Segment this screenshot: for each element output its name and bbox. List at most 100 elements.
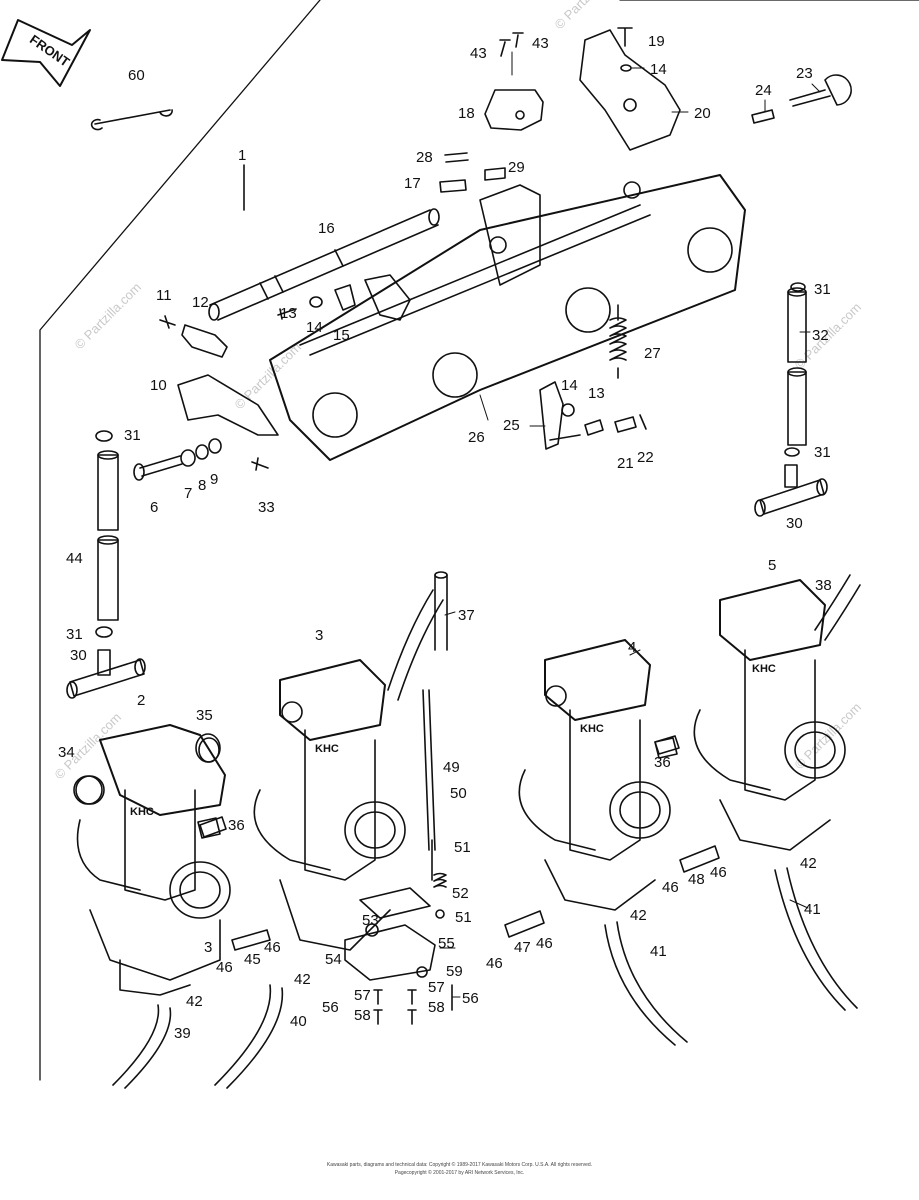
callout: 18 [458, 105, 475, 122]
callout: 36 [228, 817, 245, 834]
callout: 25 [503, 417, 520, 434]
callout: 13 [588, 385, 605, 402]
carb-badge: KHC [752, 663, 776, 675]
callout: 46 [264, 939, 281, 956]
copyright-line-2: Pagecopyright © 2001-2017 by ARI Network… [394, 1170, 525, 1176]
callout: 34 [58, 744, 75, 761]
tube-47 [504, 910, 545, 938]
callout: 19 [648, 33, 665, 50]
callout: 4 [628, 639, 636, 656]
vent-hose-39 [112, 1004, 172, 1089]
callout: 1 [238, 147, 246, 164]
callout: 44 [66, 550, 83, 567]
callout: 5 [768, 557, 776, 574]
bracket-20 [579, 29, 681, 151]
callout: 36 [654, 754, 671, 771]
callout: 14 [650, 61, 667, 78]
callout: 29 [508, 159, 525, 176]
assembly-boundary [39, 0, 919, 1081]
tee-fitting-30-right [754, 464, 828, 517]
callout: 53 [362, 912, 379, 929]
callout: 31 [66, 626, 83, 643]
callout: 10 [150, 377, 167, 394]
idle-adjust-screw-6 [133, 438, 222, 481]
callout: 21 [617, 455, 634, 472]
callout: 13 [280, 305, 297, 322]
callout: 49 [443, 759, 460, 776]
callout: 51 [454, 839, 471, 856]
watermark: © Partzilla.com [72, 280, 145, 353]
copyright-line-1: Kawasaki parts, diagrams and technical d… [326, 1162, 593, 1168]
fuel-pipe-44 [95, 430, 119, 638]
screw-19 [617, 27, 633, 72]
carb-badge: KHC [580, 723, 604, 735]
callout-labels: 60 1 43 43 19 14 18 20 24 23 28 29 17 16… [58, 33, 832, 1042]
callout: 46 [486, 955, 503, 972]
tee-fitting-30-left [66, 649, 146, 699]
callout: 22 [637, 449, 654, 466]
link-lever-12 [159, 315, 228, 358]
cap-35 [195, 733, 221, 763]
callout: 23 [796, 65, 813, 82]
callout: 9 [210, 471, 218, 488]
carburetor-5: KHC [693, 574, 861, 851]
callout: 52 [452, 885, 469, 902]
callout: 33 [258, 499, 275, 516]
spring-27 [609, 304, 627, 379]
callout: 3 [204, 939, 212, 956]
callout: 31 [814, 444, 831, 461]
vent-hose-41-right [774, 867, 858, 1011]
callout: 24 [755, 82, 772, 99]
carburetor-2: KHC [73, 724, 231, 996]
callout: 46 [216, 959, 233, 976]
vent-hose-40 [214, 984, 284, 1089]
callout: 42 [186, 993, 203, 1010]
callout: 11 [156, 287, 172, 304]
callout: 28 [416, 149, 433, 166]
callout: 42 [800, 855, 817, 872]
bracket-10 [177, 374, 279, 436]
callout: 35 [196, 707, 213, 724]
callout: 26 [468, 429, 485, 446]
callout: 20 [694, 105, 711, 122]
callout: 37 [458, 607, 475, 624]
callout: 59 [446, 963, 463, 980]
callout: 48 [688, 871, 705, 888]
callout: 42 [630, 907, 647, 924]
needle-49 [422, 689, 447, 919]
callout: 57 [354, 987, 371, 1004]
callout: 15 [333, 327, 350, 344]
carb-badge: KHC [130, 806, 154, 818]
plug-34 [75, 775, 105, 805]
callout: 47 [514, 939, 531, 956]
callout: 46 [536, 935, 553, 952]
callout: 41 [804, 901, 821, 918]
leader-lines [439, 51, 821, 998]
screw-13-washer-14 [277, 274, 411, 321]
callout: 30 [786, 515, 803, 532]
callout: 42 [294, 971, 311, 988]
callout: 30 [70, 647, 87, 664]
callout: 46 [710, 864, 727, 881]
callout: 57 [428, 979, 445, 996]
callout: 58 [428, 999, 445, 1016]
tube-45 [231, 929, 271, 951]
callout: 55 [438, 935, 455, 952]
callout: 12 [192, 294, 209, 311]
carb-badge: KHC [315, 743, 339, 755]
callout: 8 [198, 477, 206, 494]
screw-43 [499, 32, 524, 57]
callout: 17 [404, 175, 421, 192]
callout: 56 [322, 999, 339, 1016]
callout: 43 [532, 35, 549, 52]
carburetor-4: KHC [518, 639, 678, 911]
vent-hose-41-left [604, 921, 688, 1046]
callout: 43 [470, 45, 487, 62]
callout: 6 [150, 499, 158, 516]
callout: 31 [124, 427, 141, 444]
callout: 27 [644, 345, 661, 362]
tube-36-left [199, 816, 227, 838]
callout: 14 [306, 319, 323, 336]
callout: 14 [561, 377, 578, 394]
